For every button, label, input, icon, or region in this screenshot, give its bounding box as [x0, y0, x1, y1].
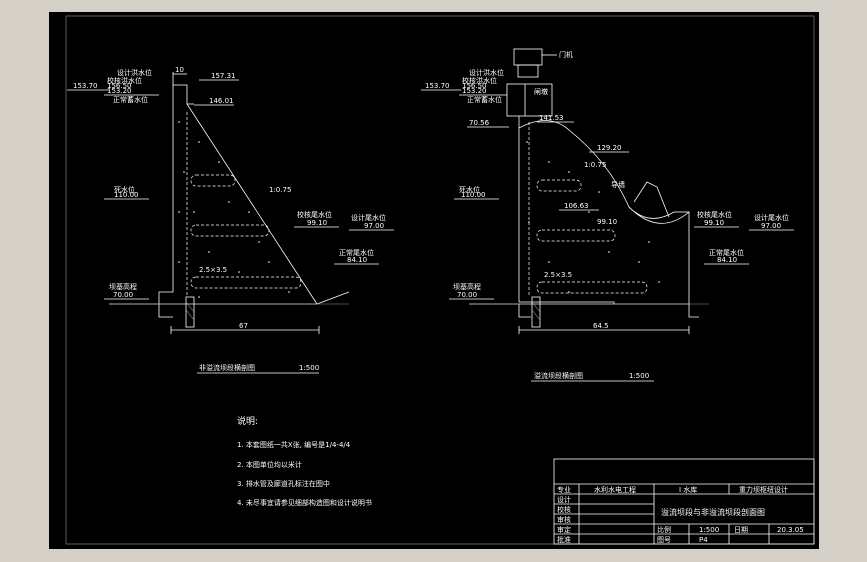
right-elev-99: 99.10	[597, 218, 617, 226]
right-base-elev-val: 70.00	[457, 291, 477, 299]
left-design-flood-label: 设计洪水位	[117, 68, 152, 77]
right-bucket-label: 导墙	[611, 180, 625, 189]
right-check-flood-val: 156.50	[462, 82, 487, 90]
left-design-tail-val: 97.00	[364, 222, 384, 230]
notes-block: 说明: 1. 本套图纸一共X张, 编号是1/4-4/4 2. 本图单位均以米计 …	[237, 415, 372, 507]
right-normal-tail: 正常尾水位	[709, 248, 744, 257]
note-item: 2. 本图单位均以米计	[237, 460, 302, 469]
left-base-width: 67	[239, 322, 248, 330]
note-item: 4. 未尽事宜请参见细部构造图和设计说明书	[237, 498, 372, 507]
tb-scale-label: 比例	[657, 525, 671, 534]
tb-scale-val: 1:500	[699, 526, 719, 534]
left-check-tail: 校核尾水位	[297, 210, 332, 219]
tb-label: 批准	[557, 535, 571, 544]
left-slope: 1:0.75	[269, 186, 291, 194]
left-design-tail: 设计尾水位	[351, 213, 386, 222]
gate-machine-shape	[513, 48, 543, 66]
right-dead-level: 死水位	[459, 185, 480, 194]
left-dead-level: 死水位	[114, 185, 135, 194]
left-elev-crest: 157.31	[211, 72, 236, 80]
left-elev-146: 146.01	[209, 97, 234, 105]
tb-label: 审核	[557, 515, 571, 524]
tb-date-label: 日期	[734, 526, 748, 534]
tb-date-val: 20.3.05	[777, 526, 804, 534]
right-dam-section: 门机 闸墩 校核洪水位 设计洪水位 156.50 15	[421, 48, 794, 382]
tb-label: 审定	[557, 525, 571, 534]
drawing-sheet: 10 157.31 146.01 校核洪水位 设计洪水位 156.50 153.…	[49, 12, 819, 549]
right-caption: 溢流坝段横剖图	[534, 371, 583, 380]
right-normal-tail-val: 84.10	[717, 256, 737, 264]
right-elev-106: 106.63	[564, 202, 589, 210]
left-design-flood-val1: 153.20	[107, 87, 132, 95]
tb-project: I 水库	[679, 485, 697, 494]
tb-sheet-val: P4	[699, 536, 708, 544]
spillway-crest	[518, 120, 675, 219]
gate-room-label: 闸墩	[534, 87, 548, 96]
left-base-elev: 坝基高程	[109, 282, 137, 291]
right-base-width: 64.5	[593, 322, 609, 330]
gate-machine-label: 门机	[559, 50, 573, 59]
right-gallery-size: 2.5×3.5	[544, 271, 572, 279]
left-base-elev-val: 70.00	[113, 291, 133, 299]
left-top-width: 10	[175, 66, 184, 74]
right-design-tail: 设计尾水位	[754, 213, 789, 222]
tb-label: 设计	[557, 495, 571, 504]
left-scale: 1:500	[299, 364, 319, 372]
tb-drawing-name: 溢流坝段与非溢流坝段剖面图	[661, 507, 765, 517]
tb-label: 校核	[557, 505, 571, 514]
right-design-flood-label: 设计洪水位	[469, 68, 504, 77]
right-base-elev: 坝基高程	[453, 282, 481, 291]
left-caption: 非溢流坝段横剖图	[199, 363, 255, 372]
right-design-tail-val: 97.00	[761, 222, 781, 230]
left-dam-section: 10 157.31 146.01 校核洪水位 设计洪水位 156.50 153.…	[67, 66, 394, 374]
right-slope: 1:0.75	[584, 161, 606, 169]
right-elev-70: 70.56	[469, 119, 490, 127]
right-design-flood-val2: 153.70	[425, 82, 450, 90]
tb-design-type: 重力坝枢纽设计	[739, 485, 788, 494]
tb-school: 水利水电工程	[594, 485, 636, 494]
right-normal-level: 正常蓄水位	[467, 95, 502, 104]
left-normal-tail-val: 84.10	[347, 256, 367, 264]
right-scale: 1:500	[629, 372, 649, 380]
left-normal-level: 正常蓄水位	[113, 95, 148, 104]
note-item: 3. 排水管及廊道孔标注在图中	[237, 479, 330, 488]
right-design-flood-val1: 153.20	[462, 87, 487, 95]
cad-drawing: 10 157.31 146.01 校核洪水位 设计洪水位 156.50 153.…	[65, 15, 815, 545]
left-check-flood-label: 校核洪水位	[107, 76, 142, 85]
left-dam-outline	[158, 72, 318, 305]
left-gallery-size: 2.5×3.5	[199, 266, 227, 274]
left-check-tail-val: 99.10	[307, 219, 327, 227]
note-item: 1. 本套图纸一共X张, 编号是1/4-4/4	[237, 440, 351, 449]
notes-title: 说明:	[237, 415, 258, 427]
right-check-flood-label: 校核洪水位	[462, 76, 497, 85]
left-design-flood-val2: 153.70	[73, 82, 98, 90]
tb-sheet-label: 图号	[657, 536, 671, 544]
right-check-tail-val: 99.10	[704, 219, 724, 227]
title-block: 专业 设计 校核 审核 审定 批准 水利水电工程 I 水库 重力坝枢纽设计 溢流…	[553, 458, 815, 545]
right-check-tail: 校核尾水位	[697, 210, 732, 219]
tb-label: 专业	[557, 485, 571, 494]
inner-frame	[65, 15, 815, 545]
right-elev-141: 141.53	[539, 114, 564, 122]
right-elev-129: 129.20	[597, 144, 622, 152]
left-normal-tail: 正常尾水位	[339, 248, 374, 257]
left-dead-level-val: 110.00	[114, 191, 139, 199]
right-dead-level-val: 110.00	[461, 191, 486, 199]
left-check-flood-val: 156.50	[107, 82, 132, 90]
